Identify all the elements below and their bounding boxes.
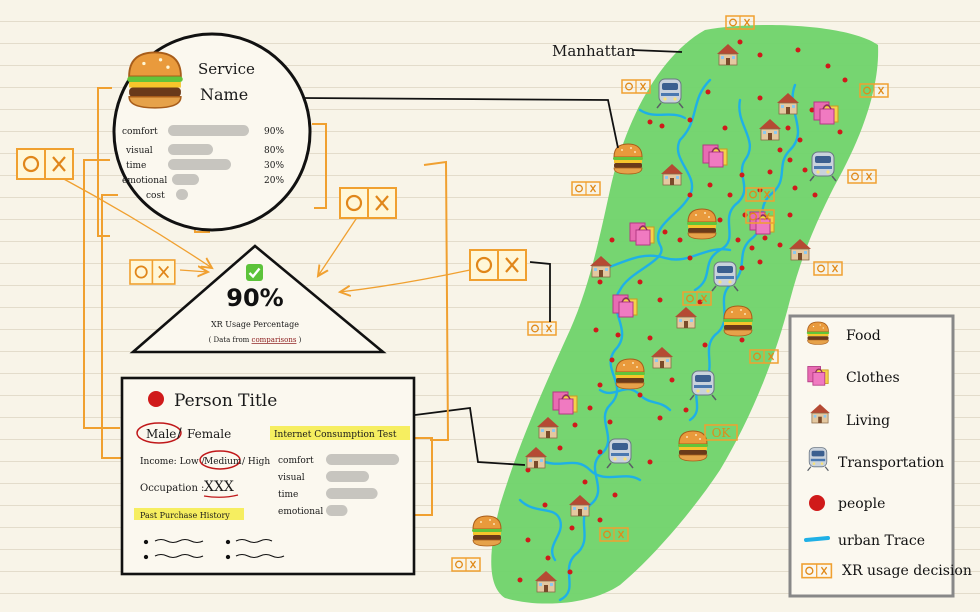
ox-decision-box-large [338, 186, 398, 220]
xr-note: ( Data from comparisons ) [209, 336, 302, 344]
service-metric-value: 80% [264, 146, 284, 156]
service-metrics: comfort 90% visual 80% time 30% emotional 20% co… [122, 125, 284, 201]
service-metric-bar [168, 159, 231, 170]
person-metric-bar [326, 488, 378, 499]
service-metric-label: time [126, 161, 146, 171]
burger-icon [686, 208, 718, 240]
person-metric-label: visual [277, 473, 305, 483]
service-metric-bar [176, 189, 188, 200]
burger-icon [677, 430, 709, 462]
income-medium[interactable]: Medium [204, 457, 242, 467]
service-metric-value: 90% [264, 127, 284, 137]
legend-label-urban-trace: urban Trace [838, 533, 925, 549]
region-label-line [631, 49, 683, 53]
purchase-tag-highlight [134, 508, 244, 520]
ox-decision-box [813, 261, 843, 276]
red-dot-icon [809, 495, 825, 511]
medium-circle [199, 450, 241, 470]
service-metric-bar [168, 125, 249, 136]
service-metric-label: visual [125, 146, 153, 156]
service-metric-value: 20% [264, 176, 284, 186]
person-metric-label: comfort [278, 456, 314, 466]
ox-decision-box [621, 79, 651, 94]
legend-label-xr-decision: XR usage decision [842, 563, 972, 579]
service-title-line2: Name [200, 85, 248, 104]
xr-usage-card: 90% XR Usage Percentage ( Data from comp… [129, 244, 387, 354]
xr-triangle [129, 244, 387, 354]
legend-label-living: Living [846, 413, 890, 429]
service-title-line1: Service [198, 60, 255, 78]
occupation-value: XXX [204, 479, 234, 495]
manhattan-map: OK [451, 15, 889, 604]
service-metric-label: comfort [122, 127, 158, 137]
person-metrics: comfort visual time emotional [277, 454, 400, 517]
income-high[interactable]: / High [242, 457, 270, 467]
ox-decision-box-large [468, 248, 528, 282]
purchase-tag: Past Purchase History [140, 511, 230, 520]
service-card[interactable]: Service Name comfort 90% visual 80% time 30% e… [112, 32, 312, 232]
ox-decision-box [527, 321, 557, 336]
burger-icon [126, 51, 184, 109]
service-metric-label: emotional [122, 176, 167, 186]
person-card-frame [120, 376, 416, 576]
ok-decision-box: OK [704, 424, 738, 441]
person-metric-bar [326, 454, 400, 465]
internet-tag-highlight [270, 426, 410, 440]
burger-icon [471, 515, 503, 547]
legend-label-transportation: Transportation [838, 455, 944, 471]
person-title: Person Title [174, 391, 277, 411]
gender-male[interactable]: Male [146, 427, 176, 441]
person-metric-label: emotional [278, 507, 323, 517]
ox-decision-box [847, 169, 877, 184]
orange-arrows [61, 177, 471, 292]
orange-brackets [83, 87, 450, 516]
occupation-underline [203, 494, 239, 498]
service-metric-value: 30% [264, 161, 284, 171]
person-metric-bar [326, 471, 369, 482]
people-dots [517, 39, 848, 583]
burger-icon [722, 305, 754, 337]
ox-decision-box-medium [129, 259, 176, 285]
xr-percent: 90% [226, 284, 283, 312]
gender-female[interactable]: Female [187, 427, 231, 441]
legend-label-people: people [838, 496, 885, 512]
ox-decision-box [571, 181, 601, 196]
ox-decision-box [451, 557, 481, 572]
ok-label: OK [712, 426, 732, 440]
region-label: Manhattan [552, 42, 636, 60]
person-dot-icon [148, 391, 164, 407]
burger-icon [614, 358, 646, 390]
ox-decision-box-large [15, 147, 75, 181]
burger-icon [806, 321, 830, 345]
connector-lines [301, 97, 619, 466]
urban-traces [518, 78, 800, 602]
legend-label-food: Food [846, 328, 881, 344]
squiggle-notes [143, 538, 285, 560]
person-metric-bar [326, 505, 348, 516]
male-circle [136, 422, 182, 444]
person-metric-label: time [278, 490, 298, 500]
burger-icon [612, 143, 644, 175]
legend: Food Clothes Living Transportation peopl… [788, 314, 972, 598]
blue-line-icon [804, 536, 830, 542]
gender-separator: / [177, 426, 182, 442]
service-metric-label: cost [146, 191, 165, 201]
person-card[interactable]: Person Title Male / Female Internet Cons… [120, 376, 416, 576]
service-metric-bar [168, 144, 213, 155]
service-metric-bar [172, 174, 199, 185]
internet-tag: Internet Consumption Test [274, 430, 397, 440]
occupation-label: Occupation : [140, 483, 204, 494]
income-label: Income: Low / [140, 457, 206, 467]
check-mark-icon [246, 264, 263, 281]
legend-label-clothes: Clothes [846, 370, 900, 386]
xr-label: XR Usage Percentage [211, 320, 299, 329]
